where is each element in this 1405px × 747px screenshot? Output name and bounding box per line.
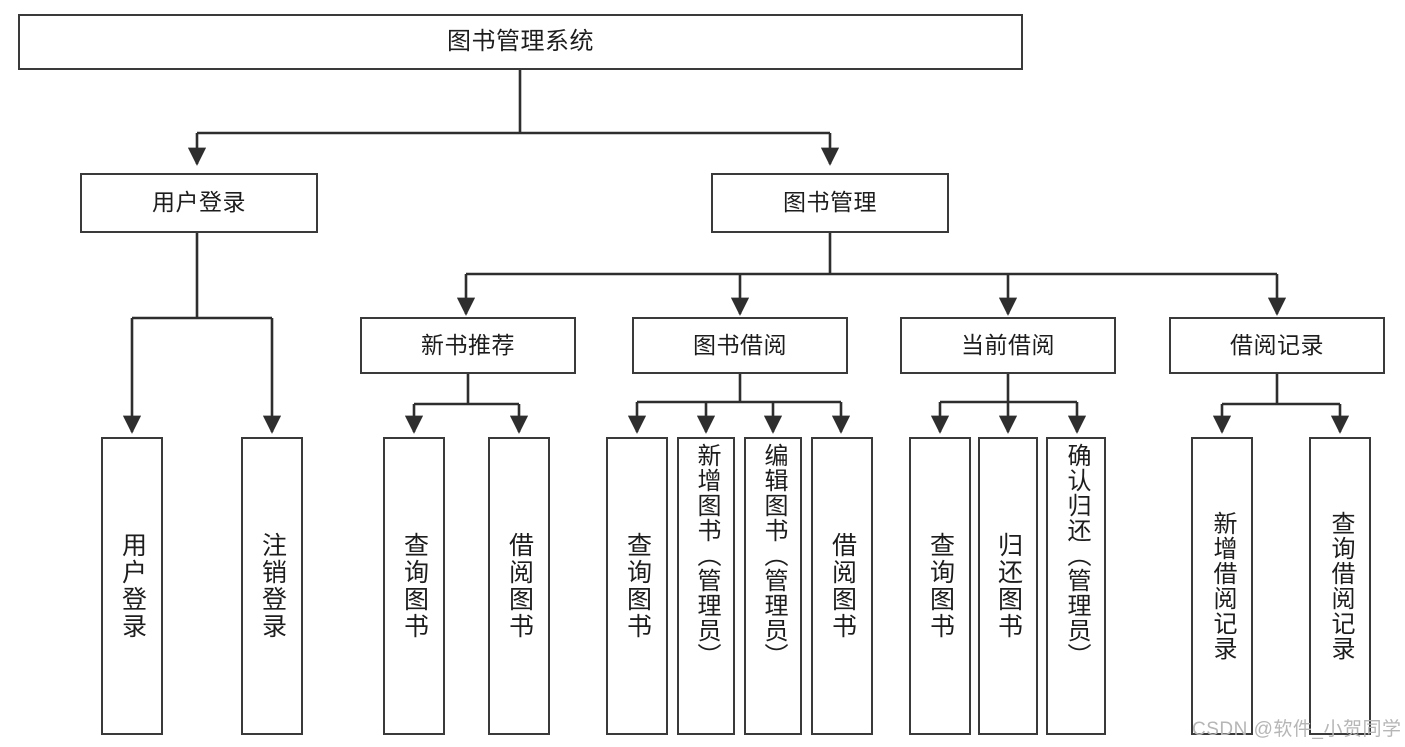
node-user-login[interactable]: 用户登录: [80, 173, 318, 233]
leaf-current-query-book[interactable]: 查询图书: [909, 437, 971, 735]
leaf-user-login-signout[interactable]: 注销登录: [241, 437, 303, 735]
node-root-system[interactable]: 图书管理系统: [18, 14, 1023, 70]
node-label: 查询图书: [926, 532, 955, 640]
node-label: 编辑图书（管理员）: [760, 443, 787, 668]
leaf-record-add-record[interactable]: 新增借阅记录: [1191, 437, 1253, 735]
csdn-watermark: CSDN @软件_小贺同学: [1192, 719, 1402, 740]
node-label: 归还图书: [994, 532, 1023, 640]
leaf-current-return-book[interactable]: 归还图书: [978, 437, 1038, 735]
leaf-borrow-query-book[interactable]: 查询图书: [606, 437, 668, 735]
node-label: 用户登录: [118, 532, 147, 640]
node-label: 当前借阅: [961, 331, 1055, 358]
node-current-borrow[interactable]: 当前借阅: [900, 317, 1116, 374]
node-label: 新书推荐: [421, 331, 515, 358]
leaf-borrow-edit-book-admin[interactable]: 编辑图书（管理员）: [744, 437, 802, 735]
node-label: 确认归还（管理员）: [1063, 443, 1090, 668]
node-label: 用户登录: [152, 189, 246, 216]
leaf-record-query-record[interactable]: 查询借阅记录: [1309, 437, 1371, 735]
node-label: 注销登录: [258, 532, 287, 640]
node-label: 图书借阅: [693, 331, 787, 358]
node-book-borrow[interactable]: 图书借阅: [632, 317, 848, 374]
leaf-user-login-signin[interactable]: 用户登录: [101, 437, 163, 735]
leaf-current-confirm-return-admin[interactable]: 确认归还（管理员）: [1046, 437, 1106, 735]
node-label: 图书管理系统: [447, 27, 594, 55]
leaf-recommend-query-book[interactable]: 查询图书: [383, 437, 445, 735]
node-borrow-record[interactable]: 借阅记录: [1169, 317, 1385, 374]
node-label: 图书管理: [783, 189, 877, 216]
leaf-borrow-borrow-book[interactable]: 借阅图书: [811, 437, 873, 735]
node-label: 新增借阅记录: [1209, 511, 1236, 661]
node-label: 查询借阅记录: [1327, 511, 1354, 661]
node-label: 查询图书: [623, 532, 652, 640]
leaf-borrow-add-book-admin[interactable]: 新增图书（管理员）: [677, 437, 735, 735]
node-label: 借阅记录: [1230, 331, 1324, 358]
node-book-manage[interactable]: 图书管理: [711, 173, 949, 233]
node-label: 新增图书（管理员）: [693, 443, 720, 668]
node-label: 借阅图书: [828, 532, 857, 640]
node-label: 查询图书: [400, 532, 429, 640]
leaf-recommend-borrow-book[interactable]: 借阅图书: [488, 437, 550, 735]
node-new-book-recommend[interactable]: 新书推荐: [360, 317, 576, 374]
node-label: 借阅图书: [505, 532, 534, 640]
